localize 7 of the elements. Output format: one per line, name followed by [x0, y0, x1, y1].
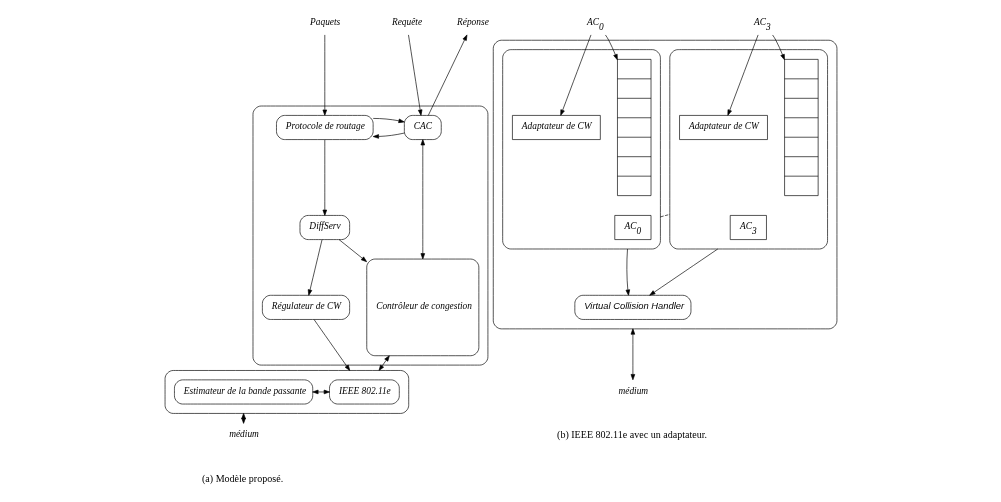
- node-text: Paquets: [309, 16, 340, 27]
- label: (b) IEEE 802.11e avec un adaptateur.: [556, 428, 707, 440]
- node-text: médium: [228, 429, 259, 440]
- node-text: médium: [617, 385, 648, 396]
- node-text: Réponse: [456, 16, 489, 27]
- label: (a) Modèle proposé.: [201, 472, 283, 484]
- node-text: Requête: [391, 16, 422, 27]
